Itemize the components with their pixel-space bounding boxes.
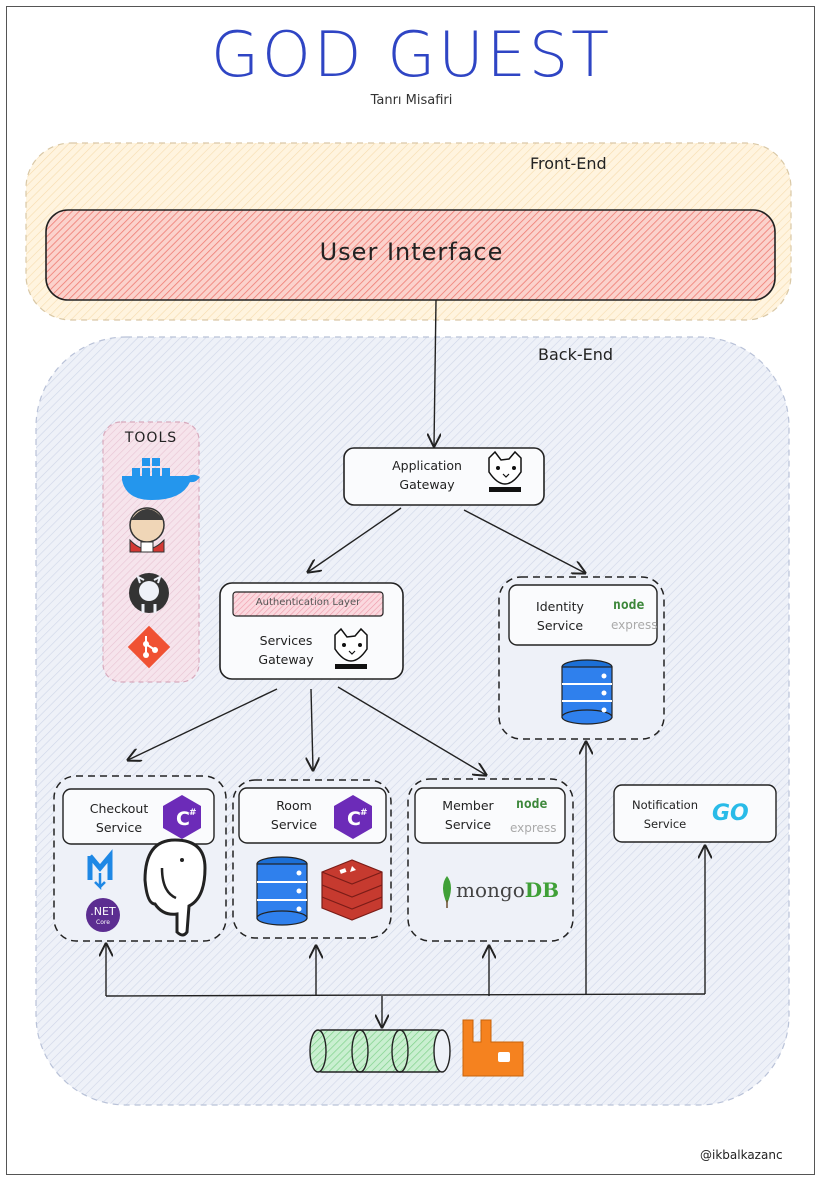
express-logo: express xyxy=(611,618,658,632)
database-icon xyxy=(256,856,308,926)
github-icon xyxy=(129,573,169,613)
dotnet-core-label: Core xyxy=(96,919,110,926)
identity-service-label: Identity Service xyxy=(520,597,600,635)
member-service-line1: Member xyxy=(442,798,494,813)
docker-icon xyxy=(122,458,200,500)
redis-icon xyxy=(321,859,383,921)
member-service-label: Member Service xyxy=(430,796,506,834)
authentication-layer-label: Authentication Layer xyxy=(255,597,361,608)
identity-service-box[interactable] xyxy=(508,584,658,646)
services-gateway-label: Services Gateway xyxy=(236,631,336,669)
arrow-services-gateway-to-checkout xyxy=(128,688,278,760)
application-gateway-label: Application Gateway xyxy=(372,456,482,494)
front-end-label: Front-End xyxy=(530,154,607,173)
csharp-icon: C # xyxy=(334,795,372,839)
svg-text:C: C xyxy=(347,808,361,830)
tools-label: TOOLS xyxy=(124,430,178,446)
csharp-icon: C # xyxy=(163,795,201,839)
svg-text:C: C xyxy=(176,808,190,830)
arrow-app-gateway-to-identity xyxy=(463,509,585,573)
mongodb-prefix: mongo xyxy=(456,878,525,902)
page-frame xyxy=(6,6,815,1175)
back-end-label: Back-End xyxy=(538,345,614,364)
identity-service-line2: Service xyxy=(536,618,584,633)
notification-service-box[interactable] xyxy=(613,784,777,843)
bus-line xyxy=(105,993,706,997)
dotnet-label: .NET xyxy=(90,905,116,918)
express-logo: express xyxy=(510,821,557,835)
member-service-box[interactable] xyxy=(414,787,566,844)
jenkins-icon xyxy=(129,507,165,553)
arrow-app-gateway-to-services-gateway xyxy=(308,507,402,572)
mediatr-icon xyxy=(87,849,113,891)
member-service-line2: Service xyxy=(444,817,492,832)
mongodb-leaf-icon xyxy=(443,876,451,908)
dotnet-core-icon xyxy=(86,898,120,932)
services-gateway-line2: Gateway xyxy=(258,652,314,667)
arrow-services-gateway-to-room xyxy=(311,688,313,770)
checkout-service-label: Checkout Service xyxy=(76,799,162,837)
mongodb-logo: mongoDB xyxy=(456,878,559,902)
checkout-service-line1: Checkout xyxy=(89,801,149,816)
room-service-line2: Service xyxy=(270,817,318,832)
go-logo: GO xyxy=(712,801,749,826)
database-icon xyxy=(561,659,613,725)
ocelot-icon xyxy=(334,627,368,669)
ocelot-icon xyxy=(488,450,522,492)
identity-service-line1: Identity xyxy=(536,599,584,614)
authentication-layer-bar xyxy=(232,591,384,617)
postgresql-icon xyxy=(143,838,207,937)
page-subtitle: Tanrı Misafiri xyxy=(370,93,453,108)
svg-text:#: # xyxy=(360,808,368,818)
user-interface-label: User Interface xyxy=(319,238,504,266)
author-credit: @ikbalkazanc xyxy=(700,1148,783,1162)
queue-icon[interactable] xyxy=(309,1029,451,1073)
application-gateway-line1: Application xyxy=(392,458,462,473)
notification-service-line1: Notification xyxy=(632,798,698,812)
room-service-line1: Room xyxy=(276,798,312,813)
room-service-label: Room Service xyxy=(256,796,332,834)
node-logo: node xyxy=(613,598,645,613)
notification-service-label: Notification Service xyxy=(620,796,710,834)
svg-text:#: # xyxy=(189,808,197,818)
checkout-service-line2: Service xyxy=(95,820,143,835)
notification-service-line2: Service xyxy=(643,817,687,831)
user-interface-bar[interactable] xyxy=(45,209,776,301)
arrow-ui-to-app-gateway xyxy=(434,299,436,446)
services-gateway-line1: Services xyxy=(259,633,313,648)
application-gateway-line2: Gateway xyxy=(399,477,455,492)
arrow-services-gateway-to-member xyxy=(337,686,486,775)
mongodb-suffix: DB xyxy=(524,878,559,902)
rabbitmq-icon xyxy=(462,1019,524,1077)
node-logo: node xyxy=(516,797,548,812)
page-title: GOD GUEST xyxy=(210,18,613,91)
